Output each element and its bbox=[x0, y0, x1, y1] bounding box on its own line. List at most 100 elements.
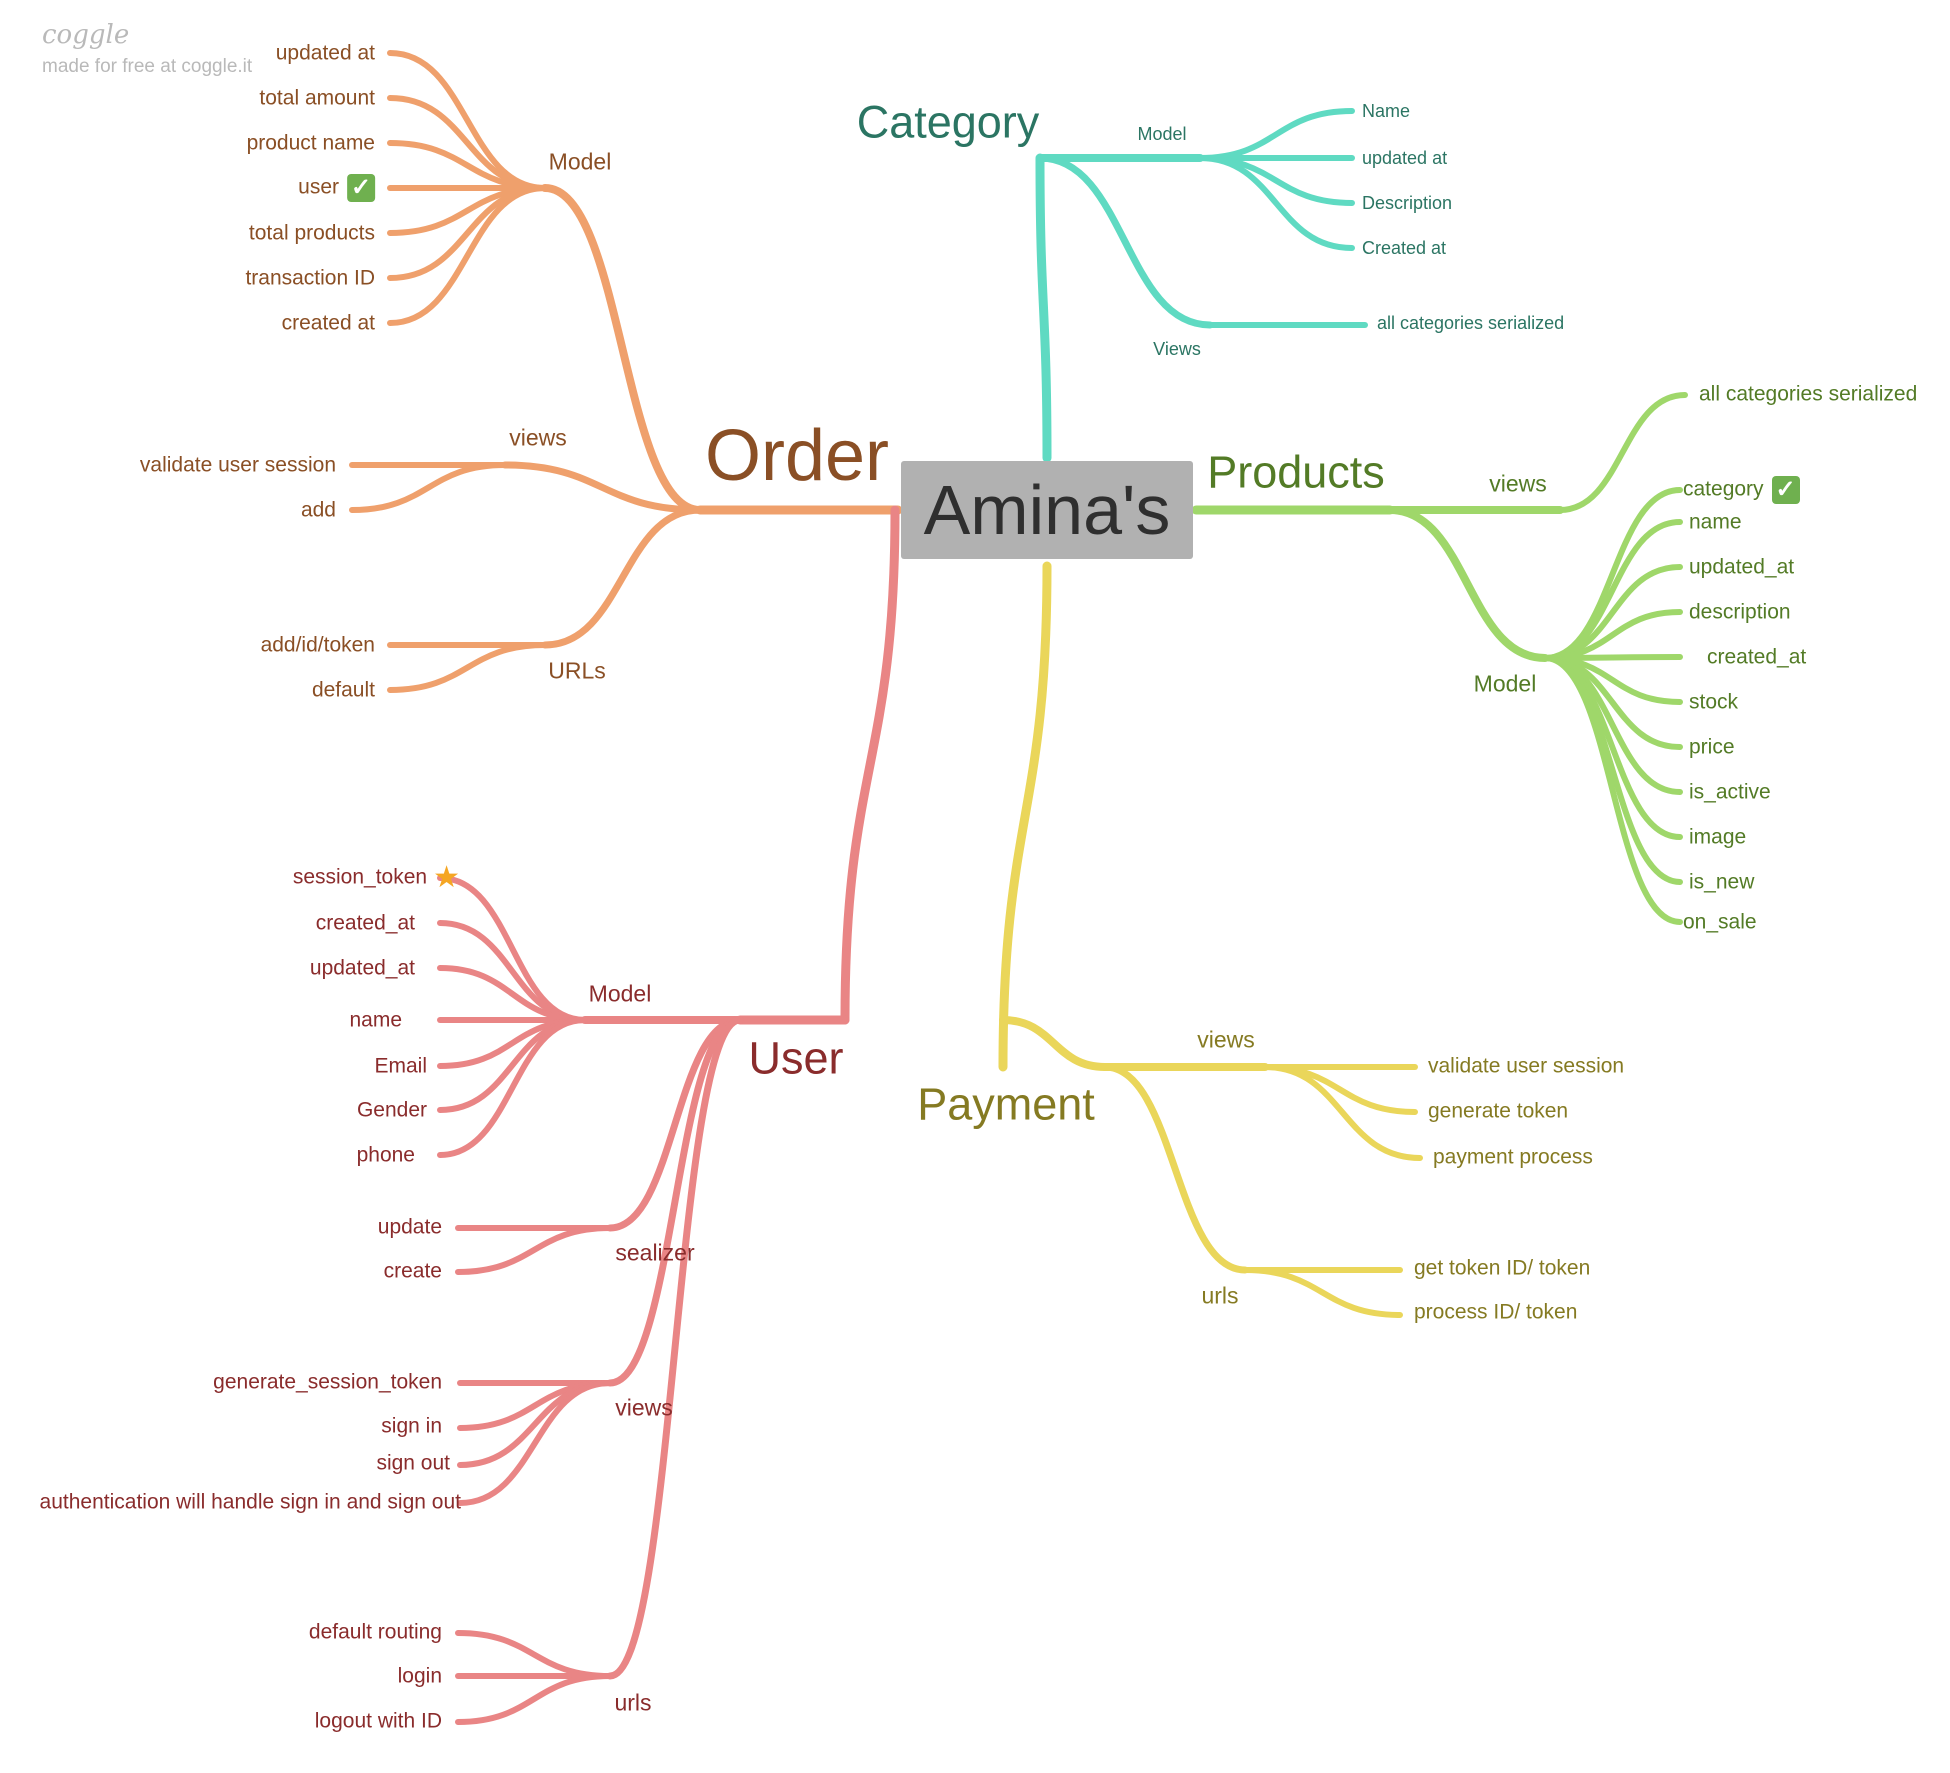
category-model-item[interactable]: Description bbox=[1362, 194, 1452, 212]
user-views-item-text: sign in bbox=[381, 1414, 442, 1438]
star-icon: ★ bbox=[433, 861, 460, 894]
products-model-item-text: is_new bbox=[1689, 870, 1755, 894]
payment-branch[interactable]: Payment bbox=[917, 1082, 1095, 1127]
payment-views-item[interactable]: payment process bbox=[1433, 1147, 1593, 1168]
order-model-node[interactable]: Model bbox=[549, 150, 612, 174]
category-model-item-text: updated at bbox=[1362, 148, 1448, 168]
payment-views-item[interactable]: generate token bbox=[1428, 1101, 1568, 1122]
category-model-item-text: Description bbox=[1362, 193, 1453, 213]
order-branch[interactable]: Order bbox=[705, 420, 889, 492]
user-branch[interactable]: User bbox=[748, 1036, 843, 1081]
order-model-item[interactable]: created at bbox=[282, 313, 375, 334]
user-model-item-text: updated_at bbox=[309, 956, 415, 980]
user-views-node[interactable]: views bbox=[615, 1394, 673, 1421]
order-urls-node[interactable]: URLs bbox=[548, 659, 606, 683]
order-model-item[interactable]: total amount bbox=[259, 88, 375, 109]
checkmark-icon: ✓ bbox=[347, 174, 375, 202]
user-urls-node-text: urls bbox=[614, 1689, 652, 1716]
user-views-item[interactable]: generate_session_token bbox=[213, 1372, 442, 1393]
user-model-item[interactable]: updated_at bbox=[310, 958, 415, 979]
user-model-item-text: session_token bbox=[292, 865, 428, 889]
payment-views-item-text: payment process bbox=[1433, 1145, 1593, 1169]
category-model-node-text: Model bbox=[1137, 124, 1187, 144]
user-views-item[interactable]: sign in bbox=[381, 1416, 442, 1437]
payment-branch-text: Payment bbox=[917, 1078, 1095, 1130]
products-model-leaf-link bbox=[1542, 655, 1683, 925]
user-model-item[interactable]: name bbox=[349, 1010, 402, 1031]
payment-views-item[interactable]: validate user session bbox=[1428, 1056, 1624, 1077]
products-model-item[interactable]: on_sale bbox=[1683, 912, 1757, 933]
category-views-link bbox=[1036, 154, 1214, 329]
user-urls-item[interactable]: logout with ID bbox=[315, 1711, 442, 1732]
order-model-link bbox=[541, 184, 704, 514]
order-model-item[interactable]: transaction ID bbox=[245, 268, 375, 289]
products-model-item[interactable]: stock bbox=[1689, 692, 1738, 713]
user-urls-item[interactable]: login bbox=[398, 1666, 442, 1687]
order-model-item[interactable]: user✓ bbox=[298, 174, 375, 202]
user-urls-node[interactable]: urls bbox=[614, 1689, 652, 1716]
payment-views-node[interactable]: views bbox=[1197, 1028, 1255, 1052]
user-urls-leaf-link bbox=[455, 1630, 613, 1679]
products-model-item-text: description bbox=[1689, 600, 1791, 624]
products-model-item[interactable]: name bbox=[1689, 512, 1742, 533]
order-model-item[interactable]: product name bbox=[247, 133, 375, 154]
category-branch[interactable]: Category bbox=[857, 100, 1040, 145]
order-urls-item[interactable]: default bbox=[312, 680, 375, 701]
payment-urls-item[interactable]: get token ID/ token bbox=[1414, 1258, 1590, 1279]
order-model-item-text: product name bbox=[246, 131, 375, 155]
products-model-item-text: category bbox=[1683, 477, 1764, 501]
payment-urls-item[interactable]: process ID/ token bbox=[1414, 1302, 1577, 1323]
order-model-item-text: total products bbox=[248, 221, 375, 245]
user-views-leaf-link bbox=[457, 1380, 613, 1506]
order-views-item[interactable]: add bbox=[301, 500, 336, 521]
category-views-item[interactable]: all categories serialized bbox=[1377, 314, 1564, 332]
products-model-item[interactable]: created_at bbox=[1707, 647, 1806, 668]
products-views-item[interactable]: all categories serialized bbox=[1699, 384, 1917, 405]
user-urls-item[interactable]: default routing bbox=[309, 1622, 442, 1643]
category-trunk bbox=[1035, 153, 1052, 463]
products-branch[interactable]: Products bbox=[1207, 450, 1385, 495]
products-model-node[interactable]: Model bbox=[1474, 672, 1537, 696]
category-model-leaf-link bbox=[1197, 155, 1355, 251]
order-model-item[interactable]: total products bbox=[249, 223, 375, 244]
user-serializer-item[interactable]: update bbox=[378, 1217, 442, 1238]
category-model-item[interactable]: Created at bbox=[1362, 239, 1446, 257]
products-model-item[interactable]: category✓ bbox=[1683, 476, 1800, 504]
user-model-item[interactable]: created_at bbox=[316, 913, 415, 934]
user-views-node-text: views bbox=[615, 1394, 673, 1421]
user-urls-item-text: login bbox=[397, 1664, 442, 1688]
order-urls-item[interactable]: add/id/token bbox=[261, 635, 375, 656]
order-model-item[interactable]: updated at bbox=[276, 43, 375, 64]
products-model-item[interactable]: updated_at bbox=[1689, 557, 1794, 578]
user-serializer-node[interactable]: sealizer bbox=[615, 1241, 694, 1265]
category-model-node[interactable]: Model bbox=[1137, 125, 1186, 143]
products-model-item[interactable]: is_active bbox=[1689, 782, 1771, 803]
products-model-item[interactable]: description bbox=[1689, 602, 1791, 623]
category-model-leaf-link bbox=[1197, 155, 1355, 206]
order-model-item-text: total amount bbox=[259, 86, 375, 110]
user-model-item-text: phone bbox=[356, 1143, 415, 1167]
user-views-item[interactable]: sign out bbox=[376, 1453, 450, 1474]
order-views-node[interactable]: views bbox=[509, 426, 567, 450]
products-views-node[interactable]: views bbox=[1489, 472, 1547, 496]
category-model-item[interactable]: Name bbox=[1362, 102, 1410, 120]
category-views-node[interactable]: Views bbox=[1153, 340, 1201, 358]
root-node[interactable]: Amina's bbox=[901, 461, 1193, 559]
products-model-item[interactable]: is_new bbox=[1689, 872, 1754, 893]
user-model-node[interactable]: Model bbox=[589, 982, 652, 1006]
category-model-item-text: Created at bbox=[1362, 238, 1447, 258]
user-serializer-item[interactable]: create bbox=[384, 1261, 442, 1282]
category-model-item[interactable]: updated at bbox=[1362, 149, 1447, 167]
products-model-item[interactable]: price bbox=[1689, 737, 1735, 758]
user-model-item[interactable]: Email bbox=[374, 1056, 427, 1077]
user-model-item[interactable]: session_token★ bbox=[293, 863, 460, 893]
user-views-item[interactable]: authentication will handle sign in and s… bbox=[40, 1492, 461, 1513]
payment-views-leaf-link bbox=[1262, 1064, 1423, 1161]
user-model-item[interactable]: Gender bbox=[357, 1100, 427, 1121]
user-model-leaf-link bbox=[437, 1017, 588, 1158]
products-model-item[interactable]: image bbox=[1689, 827, 1746, 848]
order-views-item[interactable]: validate user session bbox=[140, 455, 336, 476]
payment-urls-node[interactable]: urls bbox=[1201, 1284, 1238, 1308]
order-branch-text: Order bbox=[704, 416, 890, 496]
user-model-item[interactable]: phone bbox=[357, 1145, 415, 1166]
